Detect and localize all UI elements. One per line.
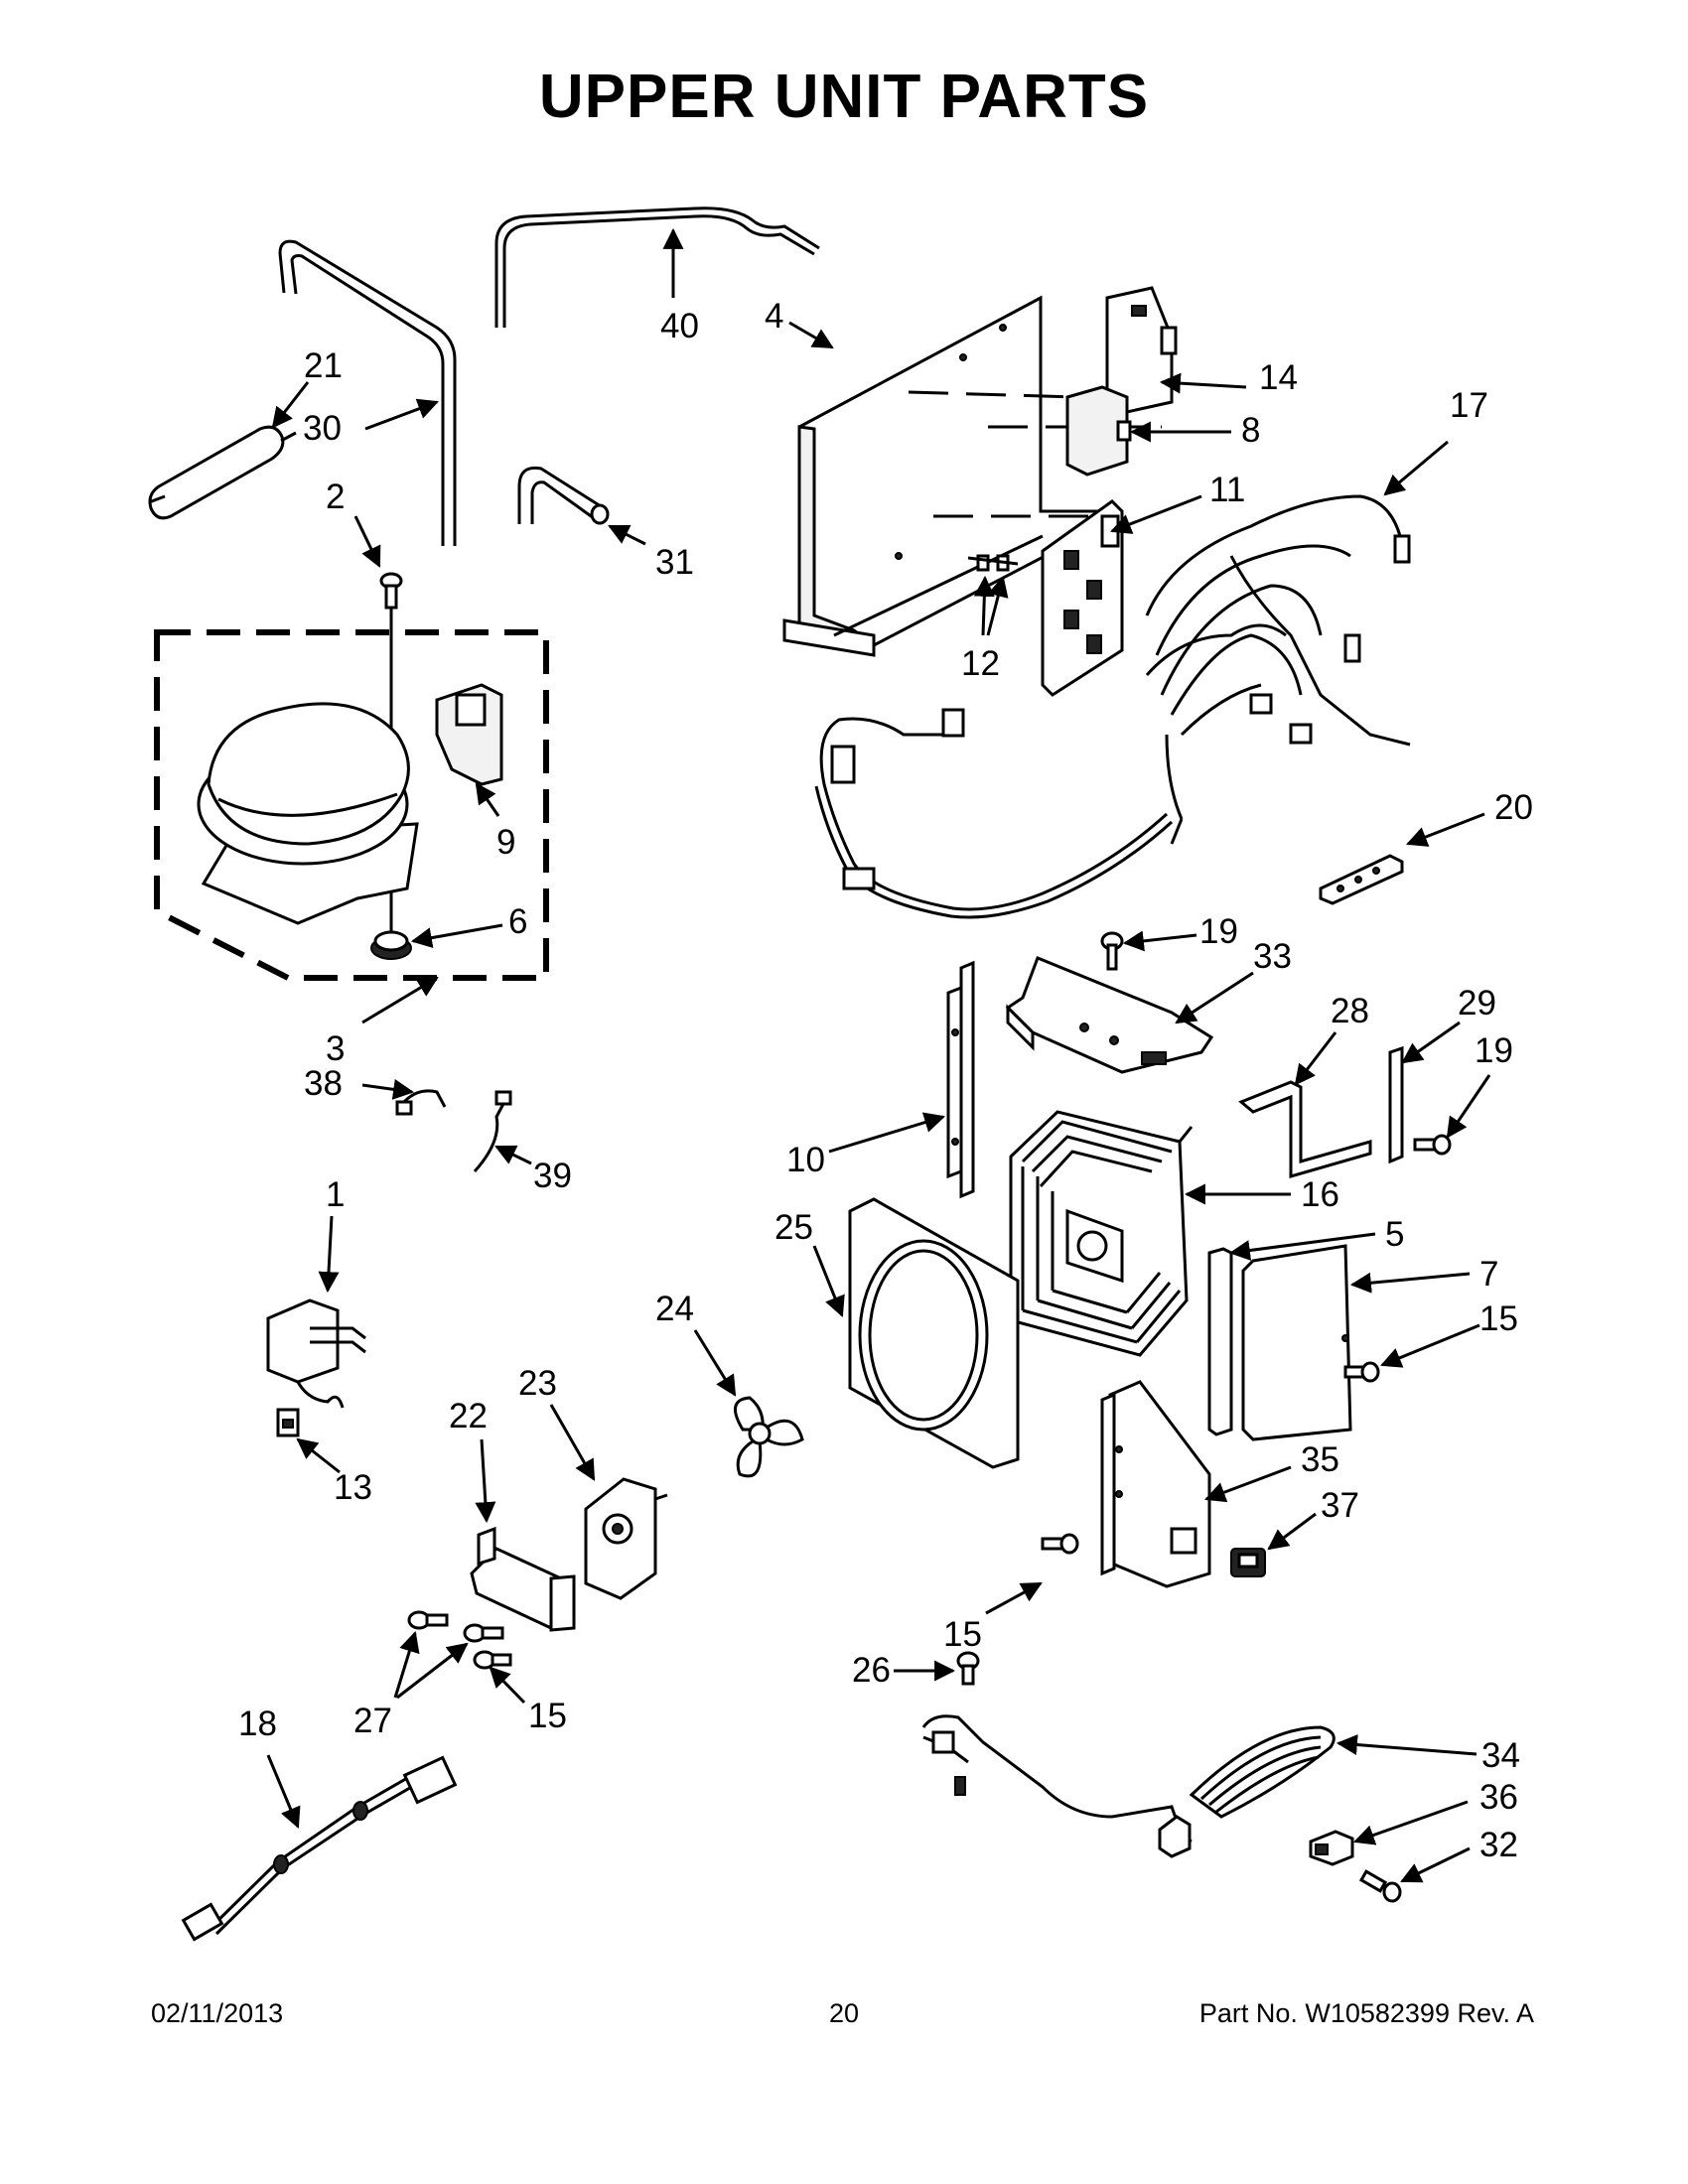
callout-15-lower: 15 <box>943 1615 982 1654</box>
callout-8: 8 <box>1241 411 1260 450</box>
callout-29: 29 <box>1458 984 1496 1023</box>
callout-40: 40 <box>660 307 699 345</box>
footer-page-number: 20 <box>828 1998 860 2028</box>
callout-15-lower-left: 15 <box>528 1697 567 1735</box>
bracket-part-22 <box>470 1526 576 1632</box>
screws-part-27 <box>407 1610 504 1643</box>
control-box-part-4 <box>782 295 1104 657</box>
callout-2: 2 <box>326 478 345 516</box>
standoffs-part-12 <box>967 554 1019 572</box>
screw-part-2 <box>379 572 403 610</box>
compressor-assembly-part-3 <box>154 608 549 981</box>
callout-18: 18 <box>238 1705 277 1743</box>
clip-part-36 <box>1309 1830 1354 1866</box>
main-control-board-part-11 <box>1041 499 1124 697</box>
screw-part-26 <box>956 1651 980 1686</box>
callout-16: 16 <box>1301 1175 1339 1214</box>
callout-15-right: 15 <box>1479 1299 1518 1338</box>
callout-31: 31 <box>655 543 694 582</box>
page-title: UPPER UNIT PARTS <box>538 63 1150 131</box>
mounting-bracket-part-35 <box>1100 1380 1211 1588</box>
callout-labels: 40 4 14 8 11 12 17 20 21 30 31 2 9 6 3 3… <box>238 297 1533 1864</box>
callout-7: 7 <box>1479 1255 1498 1294</box>
screw-part-19-upper <box>1100 931 1124 971</box>
shroud-bracket-part-33 <box>1005 956 1214 1074</box>
fan-blade-part-24 <box>734 1396 804 1478</box>
callout-39: 39 <box>533 1157 572 1195</box>
bracket-part-29 <box>1388 1045 1404 1164</box>
callout-9: 9 <box>496 823 515 862</box>
callout-33: 33 <box>1253 937 1292 976</box>
callout-3: 3 <box>326 1029 345 1068</box>
fan-shroud-part-25 <box>848 1197 1020 1469</box>
callout-30: 30 <box>303 409 342 448</box>
callout-27: 27 <box>353 1702 392 1740</box>
wire-jumper-part-39 <box>473 1090 512 1173</box>
leader-arrows <box>266 227 1491 1883</box>
drier-part-21 <box>148 425 297 520</box>
harness-lower-loop <box>814 708 1174 919</box>
condenser-part-16 <box>1009 1110 1194 1357</box>
footer-part-number: Part No. W10582399 Rev. A <box>1198 1998 1534 2028</box>
callout-26: 26 <box>852 1651 891 1690</box>
overload-relay-part-1 <box>266 1298 366 1409</box>
callout-10: 10 <box>786 1141 825 1179</box>
callout-36: 36 <box>1479 1778 1518 1817</box>
wire-jumper-part-38 <box>395 1089 447 1116</box>
callout-13: 13 <box>334 1468 372 1507</box>
relay-part-8 <box>1065 385 1132 477</box>
drain-heater-part-34 <box>921 1714 1336 1858</box>
callout-14: 14 <box>1259 358 1298 397</box>
callout-24: 24 <box>655 1290 694 1328</box>
power-harness-part-18 <box>181 1755 458 1942</box>
cover-part-7 <box>1241 1244 1352 1441</box>
callout-19-right: 19 <box>1475 1031 1513 1070</box>
mounting-strip-part-10 <box>946 960 975 1199</box>
wire-harness-part-17 <box>1145 494 1411 845</box>
discharge-tube-part-30 <box>278 239 457 546</box>
callout-32: 32 <box>1479 1826 1518 1864</box>
callout-19-upper: 19 <box>1199 912 1238 951</box>
callout-1: 1 <box>326 1175 345 1214</box>
gasket-strip-part-5 <box>1207 1247 1233 1436</box>
plug-part-37 <box>1230 1548 1266 1577</box>
callout-6: 6 <box>508 902 527 941</box>
callout-23: 23 <box>518 1364 557 1403</box>
footer-date: 02/11/2013 <box>151 1998 284 2028</box>
callout-12: 12 <box>961 644 1000 683</box>
callout-28: 28 <box>1331 992 1369 1030</box>
callout-34: 34 <box>1481 1736 1520 1775</box>
callout-5: 5 <box>1385 1215 1404 1254</box>
screw-part-15-lower <box>1041 1533 1079 1555</box>
screw-part-32 <box>1358 1869 1402 1903</box>
screw-part-15-right <box>1343 1361 1380 1383</box>
suction-tube-part-31 <box>517 466 610 525</box>
callout-20: 20 <box>1494 788 1533 827</box>
callout-38: 38 <box>304 1064 343 1103</box>
capillary-tube-part-40 <box>494 206 820 328</box>
clip-part-20 <box>1319 854 1404 905</box>
screw-part-15-lower-left <box>473 1650 512 1670</box>
callout-11: 11 <box>1209 471 1245 509</box>
callout-35: 35 <box>1301 1440 1339 1479</box>
callout-25: 25 <box>774 1208 813 1247</box>
callout-21: 21 <box>304 346 343 385</box>
bracket-part-28 <box>1238 1080 1372 1178</box>
callout-22: 22 <box>449 1397 488 1435</box>
clip-part-13 <box>276 1408 300 1437</box>
callout-37: 37 <box>1321 1486 1359 1525</box>
callout-4: 4 <box>765 297 783 336</box>
callout-17: 17 <box>1450 386 1488 425</box>
fan-motor-part-23 <box>584 1477 668 1600</box>
screw-part-19-right <box>1413 1134 1452 1156</box>
